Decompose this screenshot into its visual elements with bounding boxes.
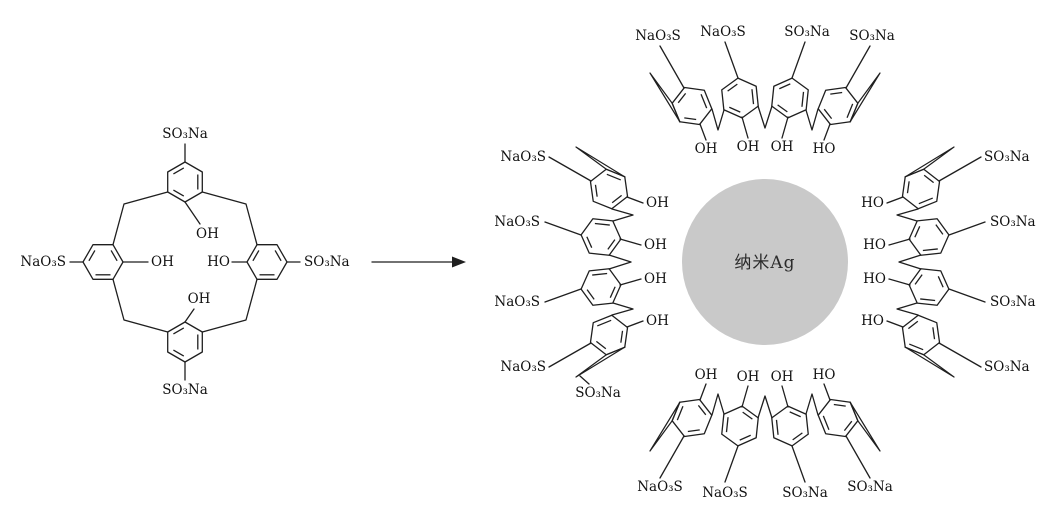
nanoparticle-assembly: 纳米Ag NaO₃S NaO₃S SO₃Na SO₃Na OH OH OH HO…: [494, 24, 1035, 501]
so3na-label: SO₃Na: [304, 254, 350, 270]
cup-bottom-labels: NaO₃S NaO₃S SO₃Na SO₃Na OH OH OH HO: [637, 367, 893, 501]
so3na-label: NaO₃S: [637, 479, 683, 495]
cup-skeleton-left: [545, 147, 643, 377]
ho-label: HO: [813, 141, 836, 157]
cup-left-labels: NaO₃S NaO₃S NaO₃S NaO₃S OH OH OH OH SO₃N…: [494, 149, 669, 401]
so3na-label: NaO₃S: [500, 359, 546, 375]
so3na-label: SO₃Na: [575, 385, 621, 401]
benzene-ring: [82, 244, 124, 280]
cup-skeleton-right: [887, 147, 985, 377]
ho-label: HO: [861, 313, 884, 329]
oh-label: OH: [646, 313, 669, 329]
cup-skeleton-bottom: [650, 384, 880, 482]
ho-label: HO: [863, 237, 886, 253]
oh-label: OH: [644, 271, 667, 287]
arrowhead-icon: [452, 256, 466, 268]
so3na-label: SO₃Na: [847, 479, 893, 495]
so3na-label: SO₃Na: [984, 149, 1030, 165]
oh-label: OH: [196, 226, 219, 242]
so3na-label: NaO₃S: [500, 149, 546, 165]
so3na-label: SO₃Na: [162, 382, 208, 398]
calixarene-monomer: SO₃Na NaO₃S SO₃Na SO₃Na OH OH HO OH: [20, 126, 349, 398]
substituent-bond: [579, 375, 590, 385]
so3na-label: SO₃Na: [162, 126, 208, 142]
so3na-label: SO₃Na: [990, 214, 1036, 230]
ho-label: HO: [813, 367, 836, 383]
oh-label: OH: [695, 141, 718, 157]
cup-skeleton-top: [650, 42, 880, 140]
benzene-ring: [167, 321, 203, 363]
nanoparticle-label: 纳米Ag: [734, 253, 795, 273]
oh-label: OH: [695, 367, 718, 383]
ho-label: HO: [861, 195, 884, 211]
so3na-label: NaO₃S: [494, 294, 540, 310]
oh-label: OH: [644, 237, 667, 253]
so3na-label: NaO₃S: [700, 24, 746, 40]
benzene-ring: [246, 244, 288, 280]
ho-label: HO: [207, 254, 230, 270]
oh-label: OH: [737, 139, 760, 155]
oh-label: OH: [771, 369, 794, 385]
benzene-ring: [167, 161, 203, 203]
so3na-label: SO₃Na: [784, 24, 830, 40]
oh-label: OH: [737, 369, 760, 385]
so3na-label: SO₃Na: [782, 485, 828, 501]
so3na-label: SO₃Na: [849, 28, 895, 44]
so3na-label: NaO₃S: [494, 214, 540, 230]
so3na-label: SO₃Na: [990, 294, 1036, 310]
so3na-label: SO₃Na: [984, 359, 1030, 375]
substituent-bonds: [69, 143, 301, 381]
ho-label: HO: [863, 271, 886, 287]
so3na-label: NaO₃S: [635, 28, 681, 44]
so3na-label: NaO₃S: [20, 254, 66, 270]
oh-label: OH: [646, 195, 669, 211]
reaction-arrow: [371, 256, 466, 268]
macrocycle-bridges: [112, 191, 258, 333]
cup-top-labels: NaO₃S NaO₃S SO₃Na SO₃Na OH OH OH HO: [635, 24, 895, 157]
oh-label: OH: [188, 291, 211, 307]
oh-label: OH: [151, 254, 174, 270]
silver-nanoparticle: [682, 179, 848, 345]
cup-right-labels: SO₃Na SO₃Na SO₃Na SO₃Na HO HO HO HO: [861, 149, 1035, 375]
oh-label: OH: [771, 139, 794, 155]
so3na-label: NaO₃S: [702, 485, 748, 501]
